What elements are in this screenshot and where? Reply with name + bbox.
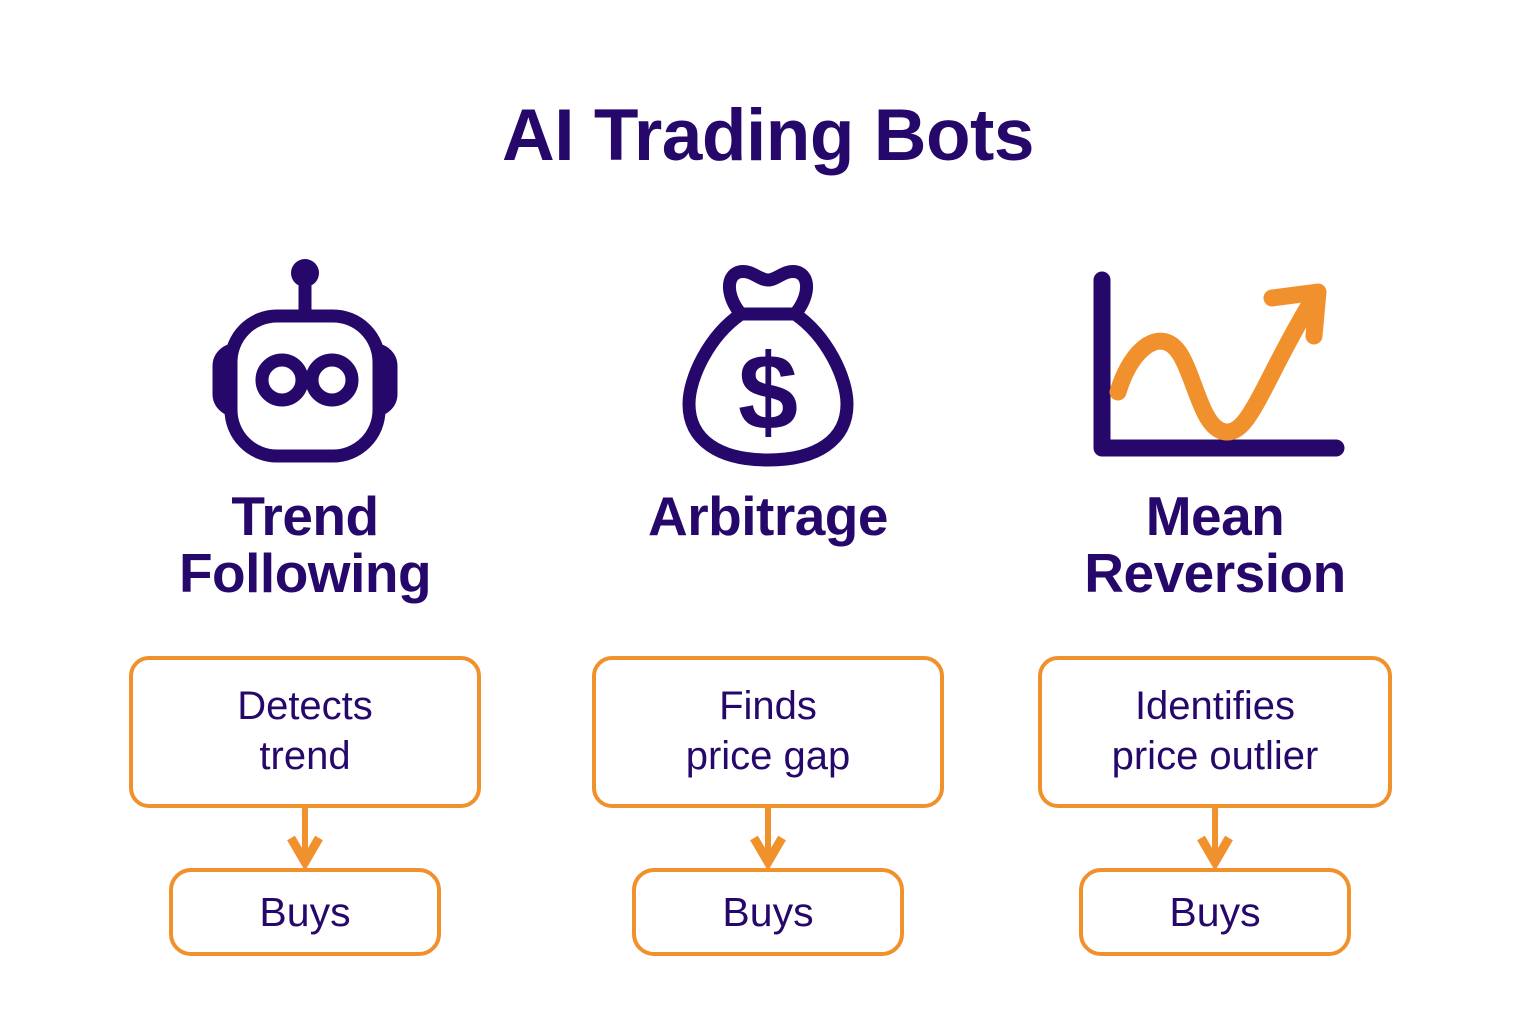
strategy-title: Arbitrage: [648, 485, 889, 547]
flow-diagram: Detects trend Buys: [75, 656, 535, 956]
step-final-box[interactable]: Buys: [1079, 868, 1351, 956]
strategy-column-mean-reversion: Mean Reversion Identifies price outlier …: [985, 240, 1445, 980]
step-final-box[interactable]: Buys: [169, 868, 441, 956]
arrow-down-icon: [287, 808, 323, 868]
step-final-box[interactable]: Buys: [632, 868, 904, 956]
flow-diagram: Finds price gap Buys: [538, 656, 998, 956]
strategy-title: Trend Following: [178, 485, 432, 604]
strategy-columns: Trend Following Detects trend Buys: [0, 240, 1536, 980]
step-primary-box[interactable]: Finds price gap: [592, 656, 944, 808]
arrow-down-icon: [1197, 808, 1233, 868]
growth-chart-icon: [1084, 240, 1346, 470]
money-bag-icon: $: [675, 240, 861, 470]
step-primary-box[interactable]: Detects trend: [129, 656, 481, 808]
strategy-column-trend-following: Trend Following Detects trend Buys: [75, 240, 535, 980]
flow-diagram: Identifies price outlier Buys: [985, 656, 1445, 956]
arrow-down-icon: [750, 808, 786, 868]
svg-text:$: $: [738, 331, 798, 452]
strategy-title: Mean Reversion: [1084, 485, 1346, 604]
page-title: AI Trading Bots: [502, 95, 1034, 176]
strategy-column-arbitrage: $ Arbitrage Finds price gap Buys: [538, 240, 998, 980]
step-primary-box[interactable]: Identifies price outlier: [1038, 656, 1392, 808]
robot-icon: [189, 240, 421, 470]
